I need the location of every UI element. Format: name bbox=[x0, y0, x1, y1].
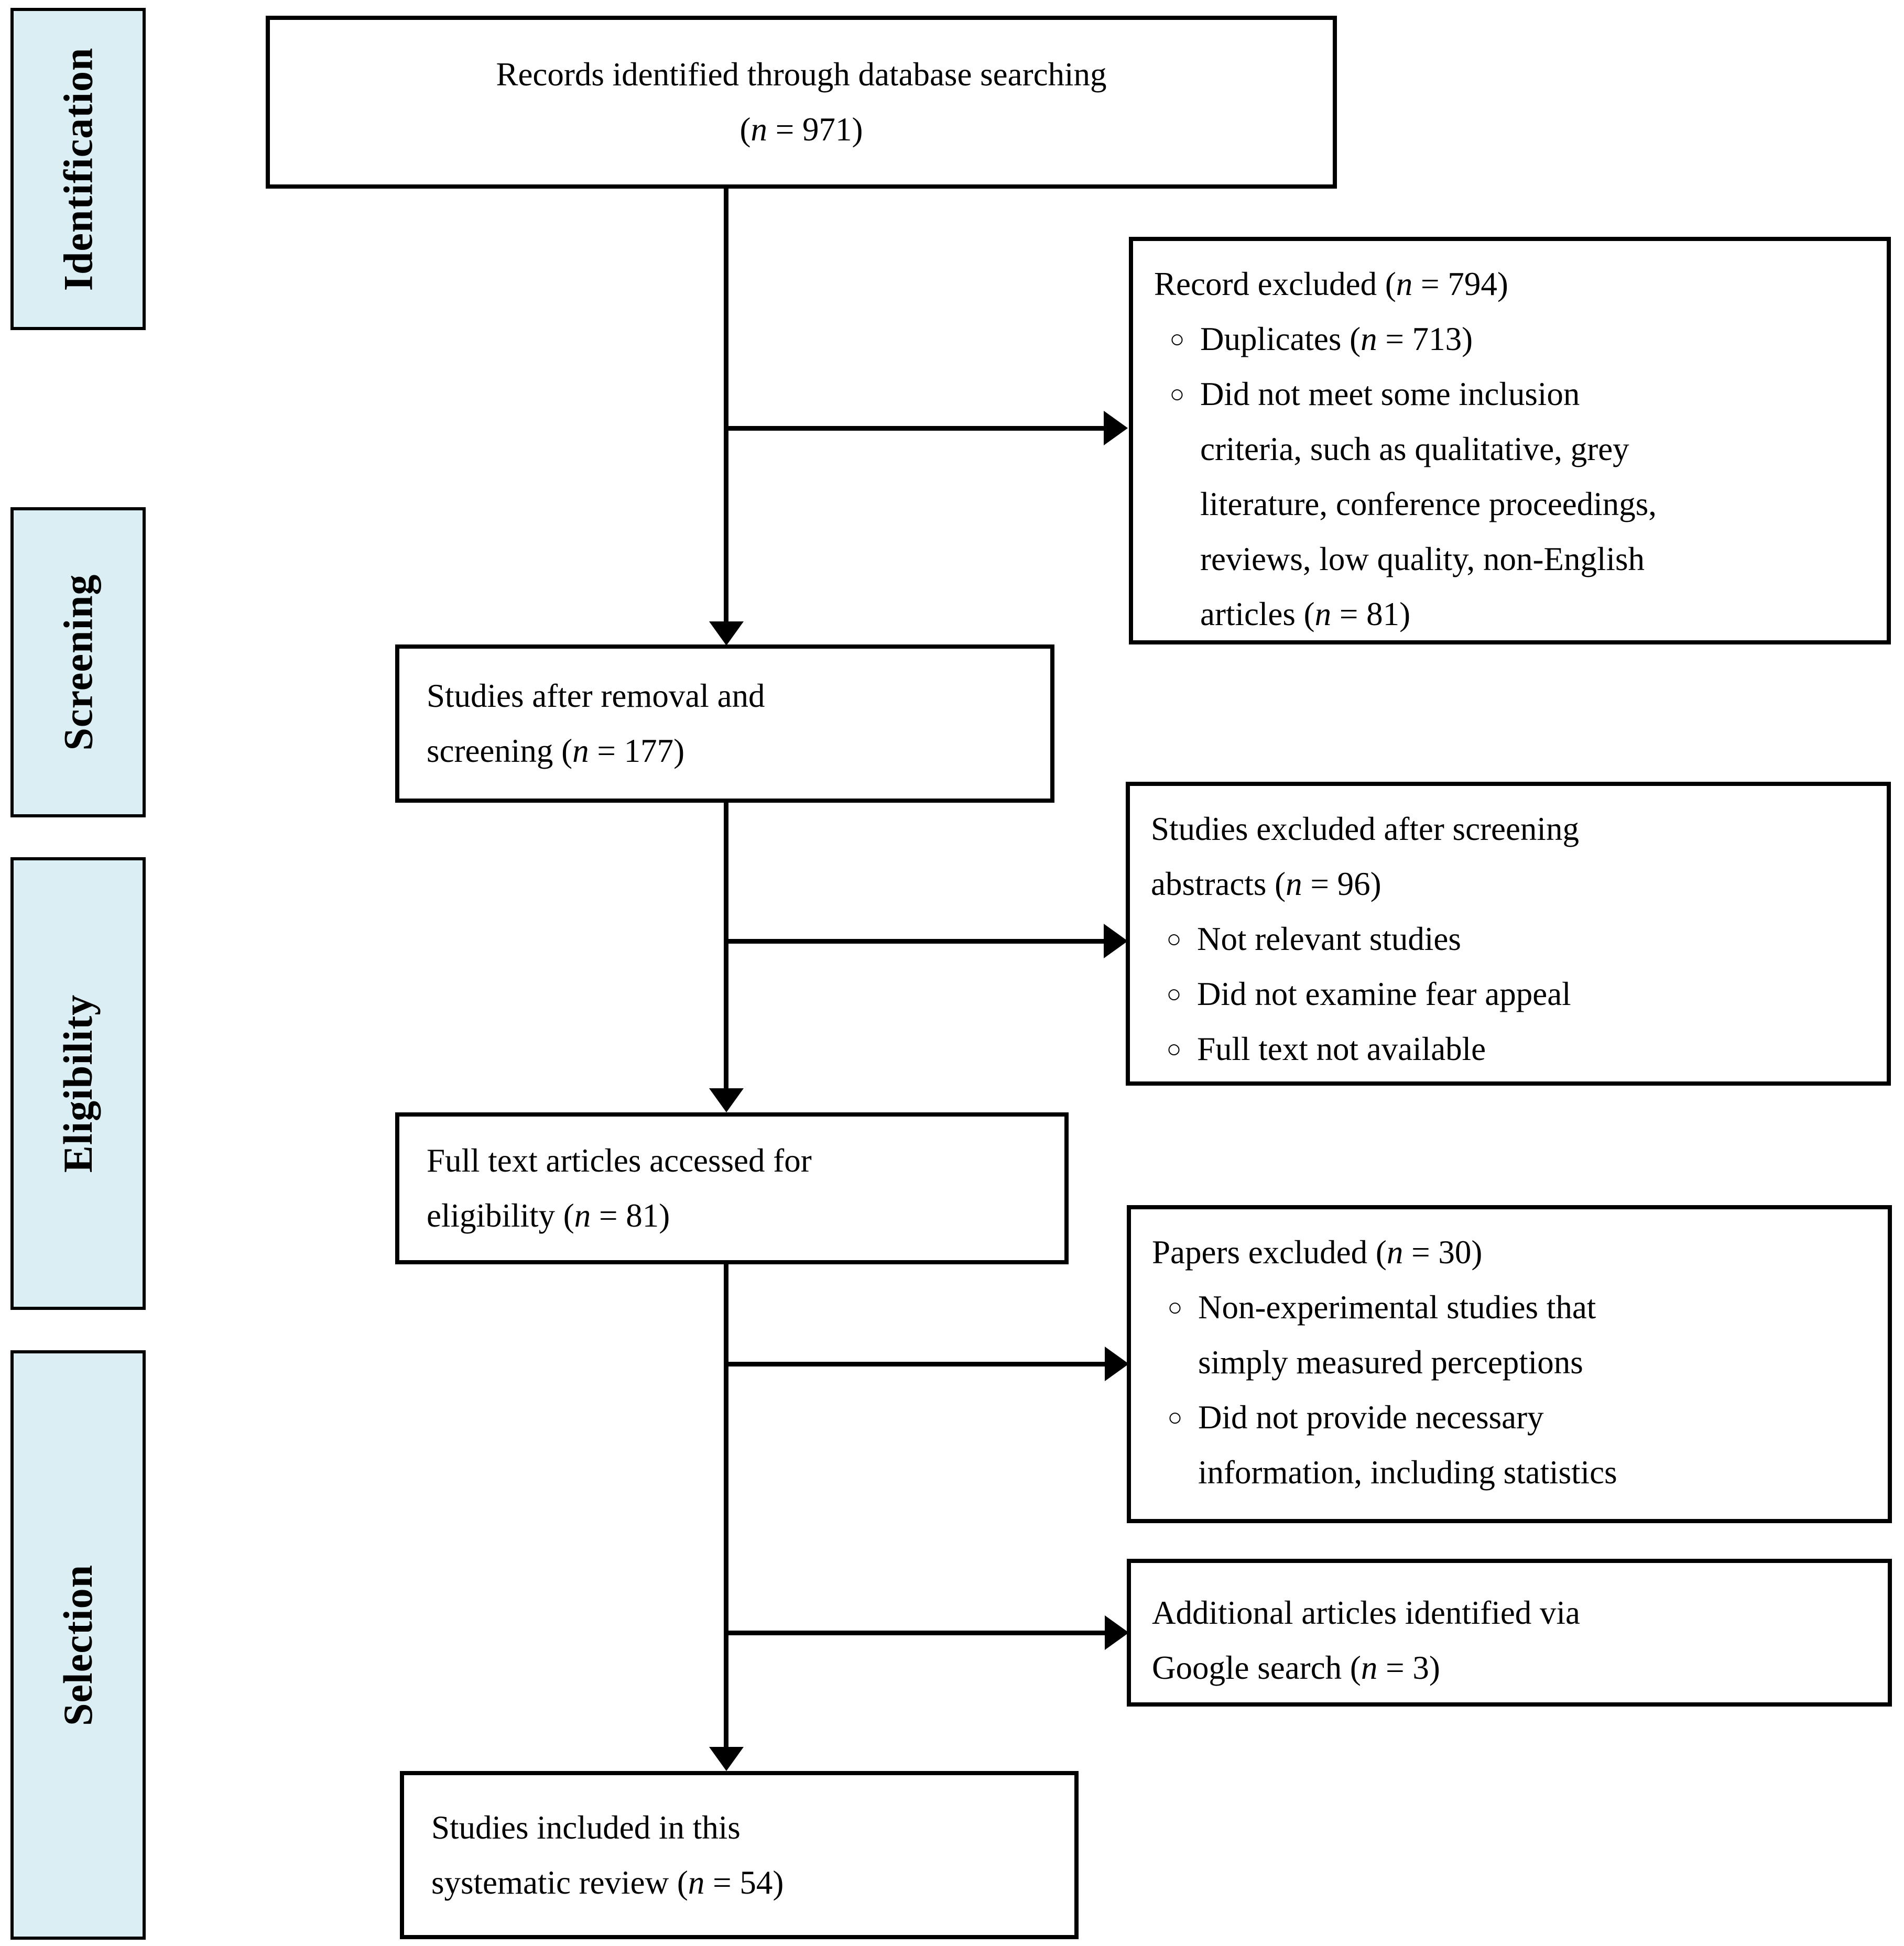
stage-label-identification: Identification bbox=[55, 47, 101, 291]
circle-bullet-icon: ○ bbox=[1169, 380, 1185, 408]
arrowhead-right-icon bbox=[1104, 924, 1128, 958]
arrow-line-vertical-1 bbox=[724, 189, 728, 622]
side-box-title: Papers excluded (n = 30) bbox=[1152, 1234, 1483, 1271]
bullet-text: Did not examine fear appeal bbox=[1197, 976, 1571, 1012]
list-item: ○ Duplicates (n = 713) bbox=[1154, 312, 1871, 367]
stage-box-screening: Screening bbox=[10, 507, 146, 817]
arrowhead-down-icon bbox=[709, 1747, 744, 1771]
stage-box-eligibility: Eligibility bbox=[10, 857, 146, 1310]
list-item: ○ Full text not available bbox=[1151, 1022, 1871, 1077]
list-item: ○ Not relevant studies bbox=[1151, 912, 1871, 967]
circle-bullet-icon: ○ bbox=[1167, 1404, 1183, 1431]
bullet-text: Full text not available bbox=[1197, 1031, 1486, 1067]
arrow-line-branch-1 bbox=[724, 426, 1104, 431]
side-box-papers-excluded: Papers excluded (n = 30) ○ Non-experimen… bbox=[1127, 1205, 1892, 1523]
bullet-text: Not relevant studies bbox=[1197, 921, 1461, 957]
arrow-line-vertical-2 bbox=[724, 803, 728, 1089]
arrowhead-right-icon bbox=[1105, 1347, 1129, 1381]
stage-box-identification: Identification bbox=[10, 8, 146, 330]
circle-bullet-icon: ○ bbox=[1167, 1294, 1183, 1321]
arrow-line-branch-3 bbox=[724, 1362, 1105, 1366]
stage-label-selection: Selection bbox=[55, 1564, 101, 1726]
circle-bullet-icon: ○ bbox=[1169, 325, 1185, 353]
circle-bullet-icon: ○ bbox=[1166, 925, 1182, 953]
side-box-records-excluded: Record excluded (n = 794) ○ Duplicates (… bbox=[1129, 237, 1891, 644]
arrow-line-branch-4 bbox=[724, 1631, 1105, 1635]
side-box-title: Record excluded (n = 794) bbox=[1154, 266, 1508, 302]
flow-box-records-identified: Records identified through database sear… bbox=[266, 16, 1337, 189]
list-item: ○ Did not examine fear appeal bbox=[1151, 967, 1871, 1022]
flow-box-text: Records identified through database sear… bbox=[496, 56, 1107, 148]
arrowhead-right-icon bbox=[1105, 1615, 1129, 1650]
arrow-line-vertical-3 bbox=[724, 1264, 728, 1748]
stage-label-screening: Screening bbox=[55, 574, 101, 751]
stage-box-selection: Selection bbox=[10, 1350, 146, 1940]
arrowhead-right-icon bbox=[1104, 411, 1128, 445]
arrowhead-down-icon bbox=[709, 621, 744, 646]
bullet-text: Duplicates (n = 713) bbox=[1200, 321, 1473, 357]
stage-label-eligibility: Eligibility bbox=[55, 994, 101, 1173]
arrowhead-down-icon bbox=[709, 1088, 744, 1112]
circle-bullet-icon: ○ bbox=[1166, 980, 1182, 1008]
arrow-line-branch-2 bbox=[724, 939, 1104, 944]
circle-bullet-icon: ○ bbox=[1166, 1035, 1182, 1063]
